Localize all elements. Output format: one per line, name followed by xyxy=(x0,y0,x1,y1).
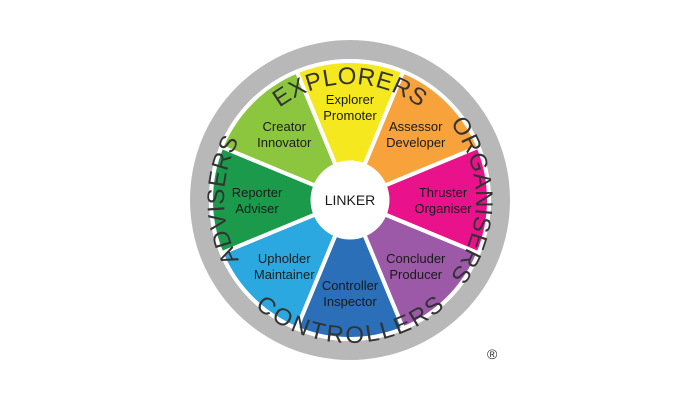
segment-label-line2: Developer xyxy=(386,135,446,150)
segment-label-line2: Organiser xyxy=(414,201,472,216)
segment-4 xyxy=(294,198,406,341)
segment-label-line1: Thruster xyxy=(419,185,468,200)
center-label: LINKER xyxy=(325,192,376,208)
segment-1 xyxy=(348,69,481,202)
segment-label-line1: Creator xyxy=(263,119,307,134)
segment-label-line1: Assessor xyxy=(389,119,443,134)
segment-2 xyxy=(348,144,491,256)
segment-0 xyxy=(294,59,406,202)
segment-label-line1: Reporter xyxy=(232,185,283,200)
segment-label-line2: Promoter xyxy=(323,108,377,123)
registered-mark: ® xyxy=(487,346,498,362)
segment-label-line2: Adviser xyxy=(235,201,279,216)
segment-3 xyxy=(348,198,481,331)
segment-label-line1: Controller xyxy=(322,278,379,293)
segment-5 xyxy=(219,198,352,331)
segment-6 xyxy=(209,144,352,256)
segment-label-line2: Producer xyxy=(389,267,442,282)
segment-label-line1: Upholder xyxy=(258,251,311,266)
segment-label-line2: Maintainer xyxy=(254,267,315,282)
segment-label-line2: Innovator xyxy=(257,135,312,150)
segment-label-line2: Inspector xyxy=(323,294,377,309)
center-circle xyxy=(310,160,390,240)
segment-label-line1: Concluder xyxy=(386,251,446,266)
segment-label-line1: Explorer xyxy=(326,92,375,107)
segment-7 xyxy=(219,69,352,202)
